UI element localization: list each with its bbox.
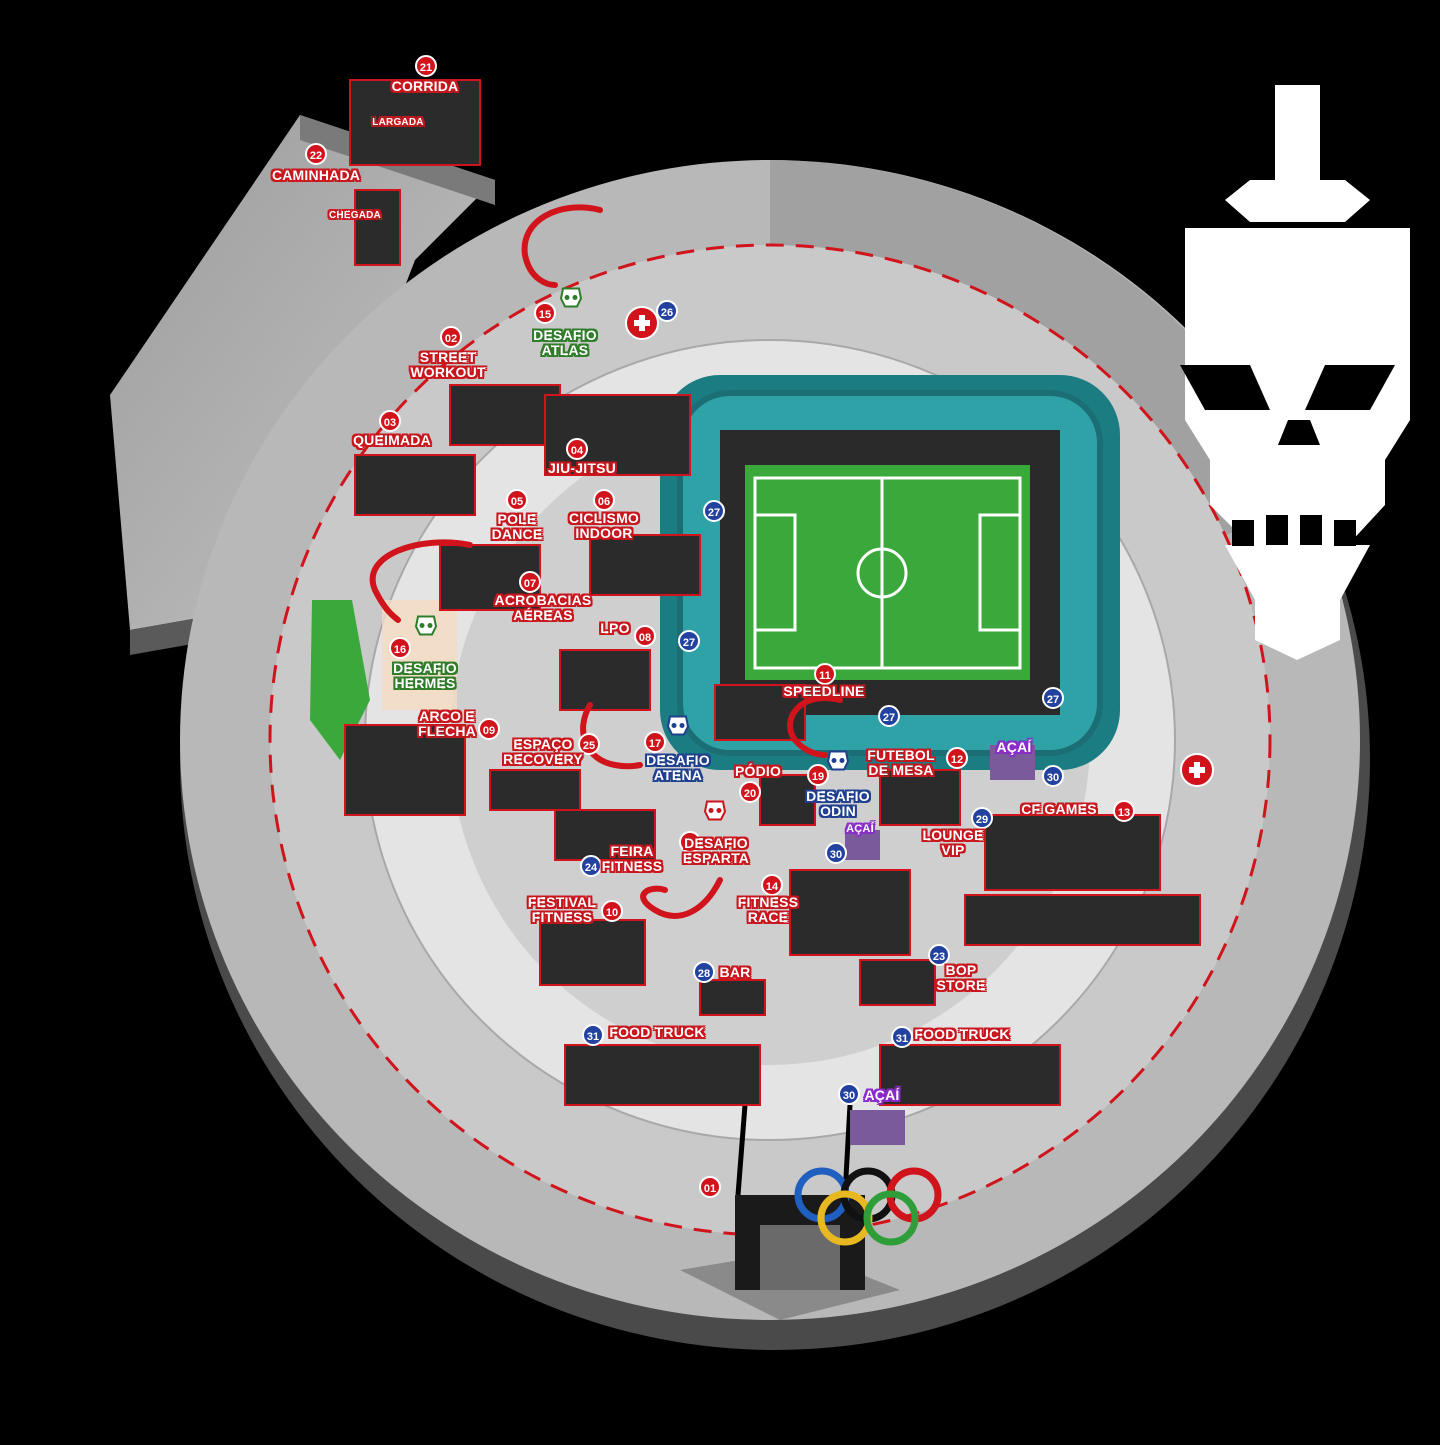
badge-13[interactable]: 13 <box>1113 800 1135 822</box>
label-speedline[interactable]: SPEEDLINE <box>783 683 865 699</box>
label-chegada: CHEGADA <box>329 210 381 221</box>
badge-14[interactable]: 14 <box>761 874 783 896</box>
skull-icon <box>666 713 690 748</box>
badge-27[interactable]: 27 <box>678 630 700 652</box>
badge-16[interactable]: 16 <box>389 637 411 659</box>
badge-08[interactable]: 08 <box>634 625 656 647</box>
skull-icon <box>559 285 583 320</box>
badge-11[interactable]: 11 <box>814 663 836 685</box>
badge-27[interactable]: 27 <box>878 705 900 727</box>
label-food-truck-left[interactable]: FOOD TRUCK <box>609 1024 705 1040</box>
badge-15[interactable]: 15 <box>534 302 556 324</box>
badge-26[interactable]: 26 <box>656 300 678 322</box>
label-bar[interactable]: BAR <box>719 964 751 980</box>
badge-20[interactable]: 20 <box>739 781 761 803</box>
soccer-field <box>745 465 1030 680</box>
label-acai[interactable]: AÇAÍ <box>864 1087 900 1103</box>
skull-icon <box>826 748 850 783</box>
badge-27[interactable]: 27 <box>703 500 725 522</box>
skull-sword-icon <box>1185 85 1410 660</box>
label-acai[interactable]: AÇAÍ <box>996 739 1032 755</box>
badge-30[interactable]: 30 <box>838 1083 860 1105</box>
label-largada: LARGADA <box>372 117 424 128</box>
skull-icon <box>703 798 727 833</box>
badge-01[interactable]: 01 <box>699 1176 721 1198</box>
olympic-rings-icon <box>794 1167 942 1246</box>
badge-07[interactable]: 07 <box>519 571 541 593</box>
label-jiu-jitsu[interactable]: JIU-JITSU <box>548 460 616 476</box>
badge-09[interactable]: 09 <box>478 718 500 740</box>
badge-17[interactable]: 17 <box>644 731 666 753</box>
badge-25[interactable]: 25 <box>578 733 600 755</box>
badge-19[interactable]: 19 <box>807 764 829 786</box>
badge-31[interactable]: 31 <box>891 1026 913 1048</box>
badge-30[interactable]: 30 <box>1042 765 1064 787</box>
label-corrida[interactable]: CORRIDA <box>391 78 459 94</box>
badge-22[interactable]: 22 <box>305 143 327 165</box>
badge-24[interactable]: 24 <box>580 855 602 877</box>
label-lpo[interactable]: LPO <box>600 620 630 636</box>
badge-10[interactable]: 10 <box>601 900 623 922</box>
label-acai[interactable]: AÇAÍ <box>846 823 874 835</box>
badge-06[interactable]: 06 <box>593 489 615 511</box>
label-food-truck-right[interactable]: FOOD TRUCK <box>914 1026 1010 1042</box>
badge-05[interactable]: 05 <box>506 489 528 511</box>
badge-23[interactable]: 23 <box>928 944 950 966</box>
medical-icon <box>625 306 659 340</box>
badge-18[interactable]: 18 <box>679 831 701 853</box>
badge-03[interactable]: 03 <box>379 410 401 432</box>
label-cf-games[interactable]: CF GAMES <box>1021 801 1097 817</box>
label-queimada[interactable]: QUEIMADA <box>353 432 431 448</box>
badge-31[interactable]: 31 <box>582 1024 604 1046</box>
badge-12[interactable]: 12 <box>946 747 968 769</box>
badge-04[interactable]: 04 <box>566 438 588 460</box>
badge-02[interactable]: 02 <box>440 326 462 348</box>
label-podio[interactable]: PÓDIO <box>734 763 782 779</box>
badge-30[interactable]: 30 <box>825 842 847 864</box>
badge-27[interactable]: 27 <box>1042 687 1064 709</box>
medical-icon <box>1180 753 1214 787</box>
skull-icon <box>414 613 438 648</box>
label-caminhada[interactable]: CAMINHADA <box>271 167 361 183</box>
badge-28[interactable]: 28 <box>693 961 715 983</box>
badge-29[interactable]: 29 <box>971 807 993 829</box>
badge-21[interactable]: 21 <box>415 55 437 77</box>
